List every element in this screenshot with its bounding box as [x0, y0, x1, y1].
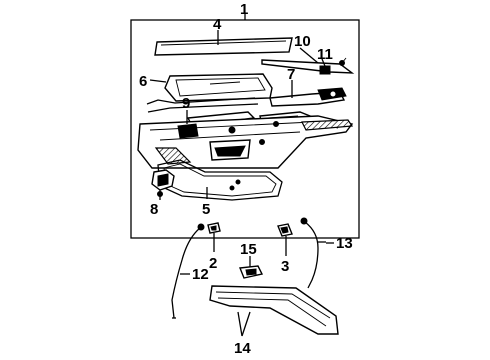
assembly-box — [130, 13, 360, 239]
callout-5: 5 — [202, 201, 210, 218]
right-clip — [277, 223, 293, 256]
right-drain-cable — [300, 217, 326, 289]
callout-8: 8 — [150, 201, 158, 218]
callout-15: 15 — [240, 241, 257, 258]
callout-10: 10 — [294, 33, 311, 50]
main-frame — [137, 115, 354, 169]
callout-11: 11 — [317, 46, 333, 63]
left-drain-cable — [171, 223, 205, 319]
callout-6: 6 — [139, 73, 147, 90]
callout-4: 4 — [213, 16, 222, 33]
callout-1: 1 — [240, 1, 248, 18]
callout-14: 14 — [234, 340, 251, 357]
callout-7: 7 — [287, 66, 295, 83]
callout-9: 9 — [182, 95, 190, 112]
small-bracket — [239, 256, 264, 279]
sunshade-panel — [149, 73, 273, 102]
wind-deflector — [209, 285, 339, 337]
callout-3: 3 — [281, 258, 289, 275]
side-rail — [261, 47, 355, 75]
callout-13: 13 — [336, 235, 353, 252]
glass-panel — [154, 30, 293, 56]
seal-frame — [157, 159, 283, 201]
callout-12: 12 — [192, 266, 209, 283]
motor — [151, 169, 175, 200]
left-clip — [207, 222, 221, 252]
motor-bracket — [177, 110, 199, 139]
callout-2: 2 — [209, 255, 217, 272]
